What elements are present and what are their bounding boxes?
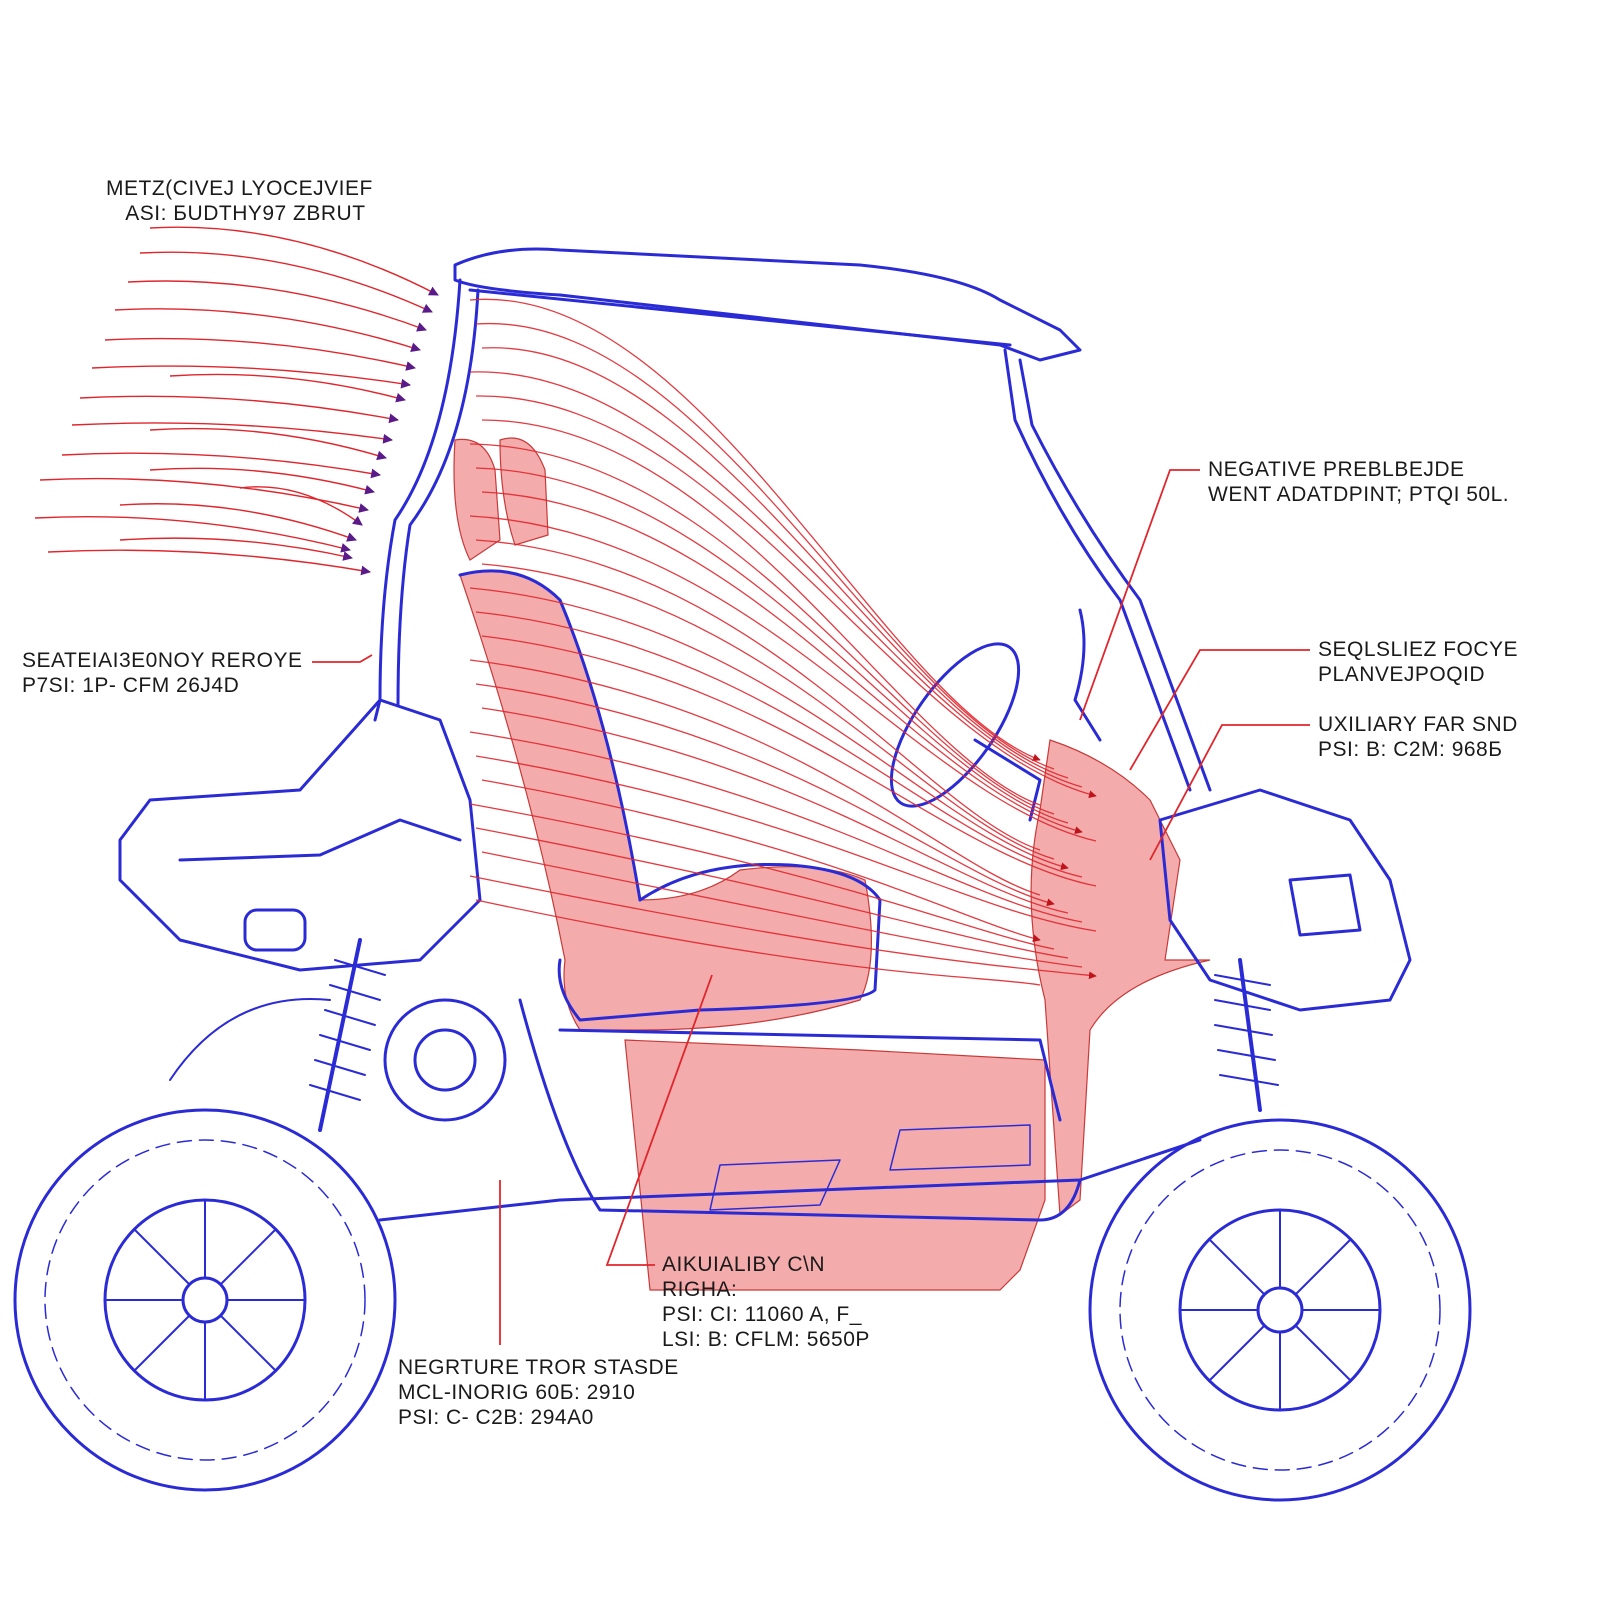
callout-line: NEGATIVE PREBLBEJDE <box>1208 458 1465 481</box>
callout-line: ASI: БUDTHY97 ZBRUT <box>125 202 366 225</box>
incoming-streamline <box>127 280 427 332</box>
internal-streamline <box>475 323 1055 770</box>
internal-streamline <box>481 491 1083 835</box>
headlight <box>1288 873 1362 937</box>
callout-line: PSI: CI: 11060 A, F_ <box>662 1303 862 1326</box>
internal-streamline <box>481 851 1083 968</box>
front-shock <box>1238 958 1262 1112</box>
callout-line: MCL-INORIG 60Б: 2910 <box>398 1381 636 1404</box>
incoming-streamline <box>119 537 353 561</box>
firewall-zone <box>1030 739 1211 1217</box>
internal-streamline <box>475 467 1069 824</box>
internal-streamline <box>469 515 1097 842</box>
leader-fan <box>1149 724 1310 861</box>
rear-motor <box>383 998 507 1122</box>
leader-seat <box>312 654 373 663</box>
leader-lines <box>312 469 1310 1345</box>
roof <box>453 247 1082 362</box>
rear-body <box>118 698 482 972</box>
incoming-streamline <box>61 452 381 479</box>
internal-streamline <box>469 298 1041 762</box>
incoming-streamline <box>149 467 375 495</box>
callout-line: SEATEIAI3E0NOY REROYE <box>22 649 303 672</box>
vehicle-frame <box>13 247 1472 1502</box>
internal-streamline <box>475 755 1097 932</box>
internal-streamline <box>481 707 1069 914</box>
chassis <box>378 1138 1202 1222</box>
callout-line: RIGHA: <box>662 1278 738 1301</box>
internal-streamline <box>481 347 1069 779</box>
internal-streamline <box>481 779 1041 943</box>
front-body <box>1158 788 1412 1012</box>
seat-outline <box>458 569 642 902</box>
callout-auxiliary-fan: UXILIARY FAR SND PSI: B: C2M: 968Б <box>1318 712 1518 762</box>
internal-streamline <box>469 731 1083 923</box>
floor-zone <box>624 1039 1046 1291</box>
leader-seal <box>1129 649 1310 771</box>
callout-line: P7SI: 1P- CFM 26J4D <box>22 674 240 697</box>
incoming-streamline <box>79 395 399 424</box>
internal-streamline <box>469 659 1041 896</box>
callout-auxiliary-can: AIKUIALIBY C\N RIGHA: PSI: CI: 11060 A, … <box>662 1252 870 1352</box>
rear-rops <box>373 278 462 722</box>
internal-streamline <box>475 395 1097 798</box>
incoming-airflow <box>34 226 439 576</box>
incoming-streamline <box>149 427 387 461</box>
internal-streamline <box>475 539 1041 851</box>
internal-streamline <box>475 899 1041 986</box>
incoming-streamline <box>169 373 406 403</box>
leader-vent <box>1079 469 1200 721</box>
internal-streamline <box>469 875 1097 980</box>
internal-streamline <box>469 587 1069 871</box>
internal-streamline <box>469 803 1055 950</box>
callout-line: METZ(CIVEJ LYOCEJVIEF <box>106 177 373 200</box>
callout-negative-pressure-vent: NEGATIVE PREBLBEJDE WENT ADATDPINT; PTQI… <box>1208 457 1509 507</box>
incoming-streamline <box>139 251 433 313</box>
tail-light <box>243 908 307 952</box>
incoming-streamline <box>71 422 393 444</box>
incoming-streamline <box>104 337 416 371</box>
internal-streamline <box>475 827 1069 959</box>
internal-airflow <box>469 298 1097 986</box>
incoming-streamline <box>34 515 351 553</box>
internal-streamline <box>475 611 1083 878</box>
seat-back-zone-2 <box>499 437 549 546</box>
front-wheel <box>1088 1118 1472 1502</box>
callout-line: UXILIARY FAR SND <box>1318 713 1518 736</box>
callout-negative-door: NEGRTURE TROR STASDE MCL-INORIG 60Б: 291… <box>398 1355 679 1430</box>
leader-aux-can <box>605 974 713 1266</box>
callout-top-left: METZ(CIVEJ LYOCEJVIEF ASI: БUDTHY97 ZBRU… <box>106 176 373 226</box>
incoming-streamline <box>39 477 369 513</box>
callout-line: AIKUIALIBY C\N <box>662 1253 826 1276</box>
incoming-streamline <box>91 365 411 389</box>
callout-line: PSI: B: C2M: 968Б <box>1318 738 1503 761</box>
callout-line: PLANVEJPOQID <box>1318 663 1486 686</box>
rear-wheel <box>13 1108 397 1492</box>
incoming-streamline <box>114 308 421 353</box>
internal-streamline <box>469 443 1055 815</box>
seat-back-zone <box>453 438 501 561</box>
steering-wheel <box>889 642 1021 808</box>
rear-shock <box>318 938 362 1132</box>
incoming-streamline <box>239 486 363 526</box>
callout-line: LSI: B: CFLM: 5650P <box>662 1328 870 1351</box>
callout-line: SEQLSLIEZ FOCYE <box>1318 638 1519 661</box>
internal-streamline <box>481 563 1055 860</box>
internal-streamline <box>481 419 1041 806</box>
internal-streamline <box>469 371 1083 788</box>
incoming-streamline <box>47 549 371 576</box>
callout-seat: SEATEIAI3E0NOY REROYE P7SI: 1P- CFM 26J4… <box>22 648 303 698</box>
internal-streamline <box>475 683 1055 907</box>
callout-line: WENT ADATDPINT; PTQI 50L. <box>1208 483 1510 506</box>
internal-streamline <box>481 635 1097 887</box>
callout-seal-force: SEQLSLIEZ FOCYE PLANVEJPOQID <box>1318 637 1518 687</box>
callout-line: NEGRTURE TROR STASDE <box>398 1356 679 1379</box>
incoming-streamline <box>119 503 357 542</box>
front-rops <box>1003 348 1192 792</box>
callout-line: PSI: C- C2B: 294A0 <box>398 1406 594 1429</box>
incoming-streamline <box>149 226 439 296</box>
